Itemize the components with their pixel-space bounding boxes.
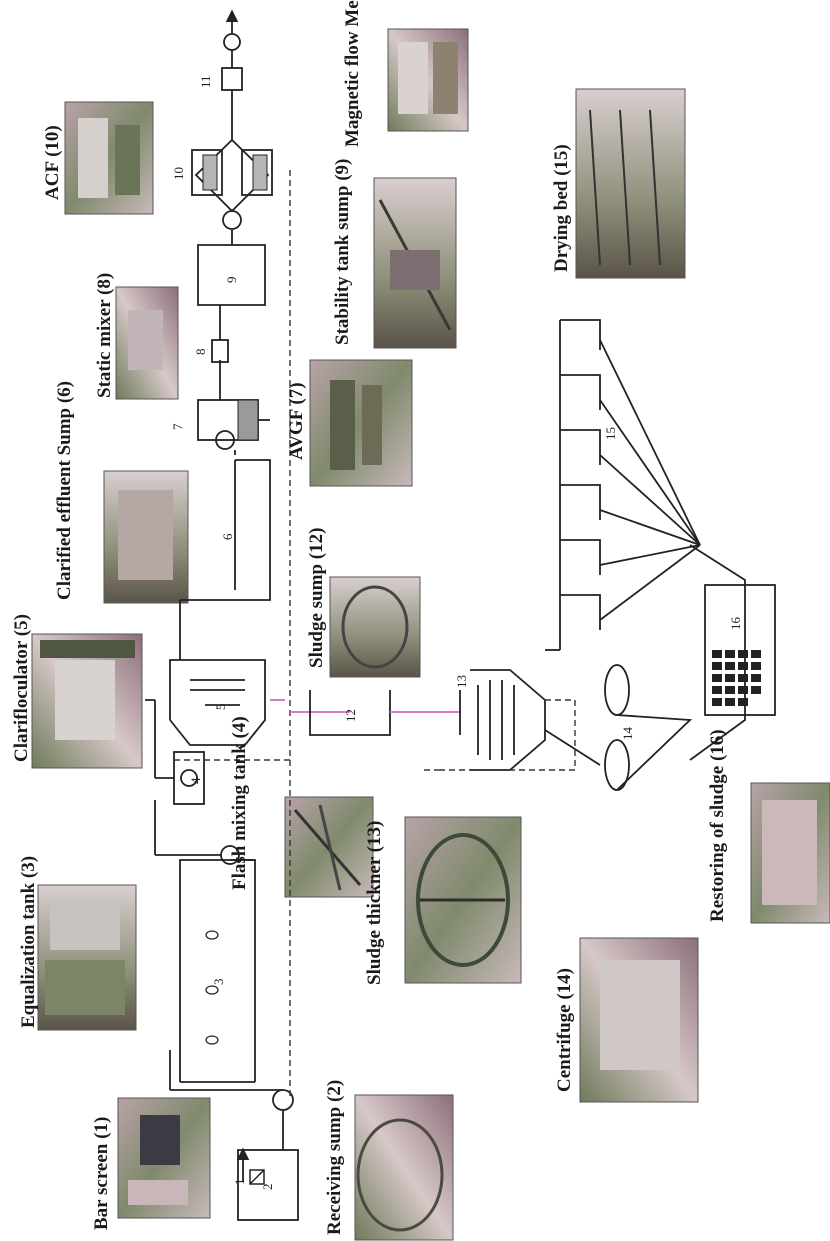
caption-restoring-of-sludge: Restoring of sludge (16)	[707, 729, 728, 922]
photo-sludge-sump	[330, 577, 420, 677]
photo-drying-bed	[576, 89, 685, 278]
photo-restoring-of-sludge	[751, 783, 830, 923]
caption-bar-screen: Bar screen (1)	[91, 1117, 112, 1230]
unit-number-15: 15	[603, 427, 618, 440]
caption-acf: ACF (10)	[42, 125, 63, 200]
photo-sludge-thickner	[405, 817, 521, 983]
unit-number-13: 13	[454, 675, 469, 688]
unit-number-10: 10	[171, 167, 186, 180]
unit-number-9: 9	[224, 277, 239, 284]
caption-clarifloculator: Clarifloculator (5)	[11, 614, 32, 762]
unit-number-3: 3	[211, 979, 226, 986]
photo-flash-mixing-tank	[285, 797, 373, 897]
unit-number-8: 8	[193, 349, 208, 356]
photo-static-mixer	[116, 287, 178, 399]
caption-avgf: AVGF (7)	[286, 382, 307, 460]
photo-equalization-tank	[38, 885, 136, 1030]
caption-drying-bed: Drying bed (15)	[551, 144, 572, 272]
caption-sludge-sump: Sludge sump (12)	[306, 528, 327, 668]
photo-clarifloculator	[32, 634, 142, 768]
unit-number-5: 5	[213, 704, 228, 711]
caption-centrifuge: Centrifuge (14)	[554, 968, 575, 1092]
unit-number-16: 16	[728, 617, 743, 631]
unit-number-2: 2	[260, 1184, 275, 1191]
photo-bar-screen	[118, 1098, 210, 1218]
caption-magnetic-flow-meter: Magnetic flow Meter (11)	[342, 0, 363, 147]
caption-stability-tank-sump: Stability tank sump (9)	[332, 159, 353, 345]
drying-beds	[560, 320, 700, 630]
caption-receiving-sump: Receiving sump (2)	[324, 1080, 345, 1235]
photo-acf	[65, 102, 153, 214]
unit-number-14: 14	[620, 727, 635, 741]
photo-stability-tank-sump	[374, 178, 456, 348]
caption-equalization-tank: Equalization tank (3)	[18, 856, 39, 1028]
unit-number-1: 1	[232, 1179, 247, 1186]
unit-number-12: 12	[343, 709, 358, 722]
caption-sludge-thickner: Sludge thickner (13)	[364, 821, 385, 985]
photo-magnetic-flow-meter	[388, 29, 468, 131]
unit-number-4: 4	[188, 777, 203, 784]
caption-flash-mixing-tank: Flash mixing tank (4)	[229, 716, 250, 890]
photo-receiving-sump	[355, 1095, 453, 1240]
caption-static-mixer: Static mixer (8)	[94, 273, 115, 398]
caption-clarified-effluent-sump: Clarified effluent Sump (6)	[54, 381, 75, 600]
photo-avgf	[310, 360, 412, 486]
unit-number-11: 11	[198, 75, 213, 88]
photo-centrifuge	[580, 938, 698, 1102]
unit-number-7: 7	[170, 423, 185, 430]
unit-number-6: 6	[220, 533, 235, 540]
photo-clarified-effluent-sump	[104, 471, 188, 603]
